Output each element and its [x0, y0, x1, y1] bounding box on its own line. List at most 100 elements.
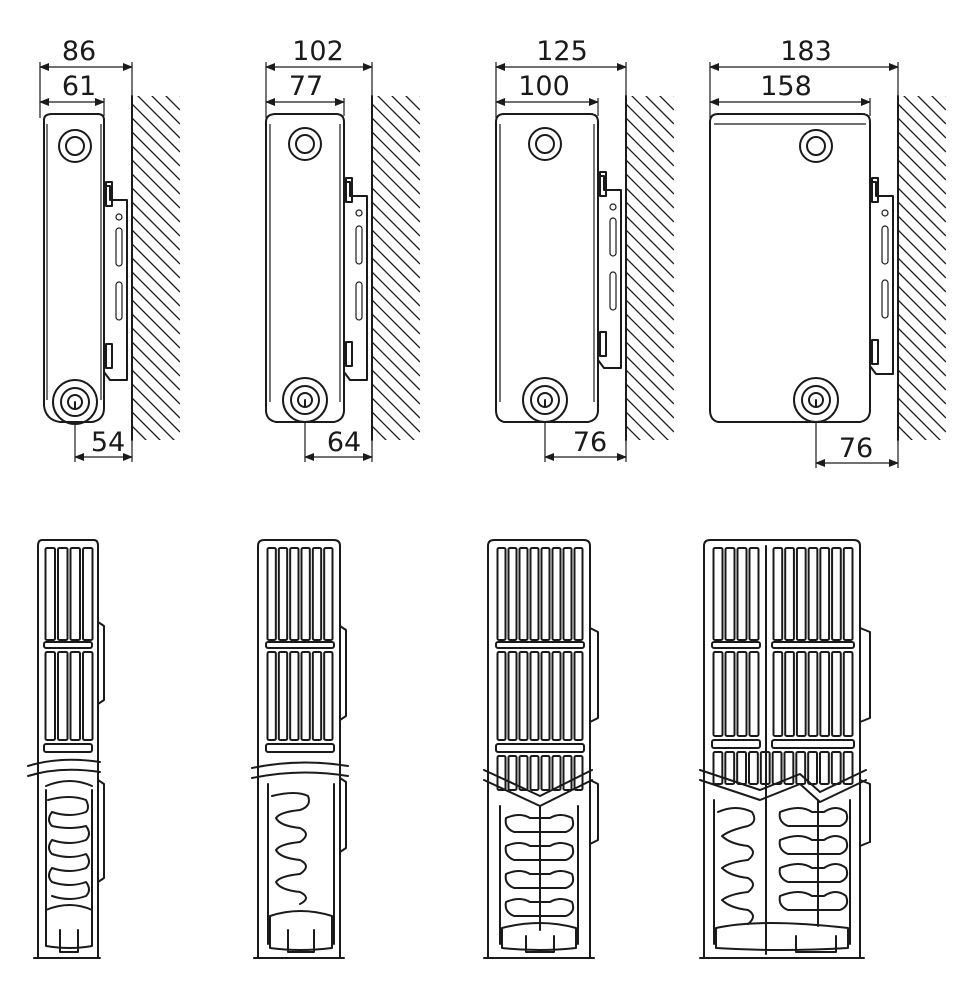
- hatch-line: [945, 96, 946, 97]
- hatch-line: [626, 411, 655, 440]
- wall-hatch: [132, 96, 180, 502]
- hatch-line: [626, 383, 674, 433]
- hatch-line: [626, 355, 674, 405]
- section-view-type-4: [699, 539, 871, 959]
- side-view-type-2: 102 77 64: [265, 36, 420, 530]
- hatch-line: [372, 425, 387, 440]
- hatch-line: [372, 187, 420, 237]
- hatch-line: [372, 159, 420, 209]
- fin-slot: [540, 651, 551, 741]
- hatch-line: [626, 117, 674, 167]
- hatch-line: [132, 454, 180, 502]
- hatch-line: [372, 229, 420, 279]
- fin-slot: [529, 547, 540, 641]
- hatch-line: [626, 425, 641, 440]
- hatch-line: [626, 159, 674, 209]
- hatch-line: [626, 468, 674, 516]
- hatch-line: [132, 187, 180, 237]
- hatch-line: [372, 215, 420, 265]
- fin-slot: [795, 751, 807, 785]
- fin-slot: [277, 651, 289, 741]
- hatch-line: [132, 131, 180, 181]
- fin-slot: [300, 651, 311, 741]
- hatch-line: [372, 482, 420, 530]
- hatch-line: [898, 215, 946, 265]
- top-connection: [58, 129, 92, 163]
- fin-slot: [795, 547, 807, 641]
- fin-slot: [518, 651, 529, 741]
- bracket-clip: [871, 177, 879, 203]
- fin-slot: [266, 547, 277, 641]
- section-view-type-1: [27, 539, 105, 959]
- hatch-line: [626, 299, 674, 349]
- hatch-line: [405, 96, 420, 111]
- hatch-line: [631, 96, 674, 139]
- fin-slots-lower: [266, 651, 334, 741]
- fin-slot: [724, 651, 736, 737]
- dim-body-depth: 158: [760, 71, 812, 102]
- hatch-line: [626, 187, 674, 237]
- hatch-line: [898, 341, 946, 391]
- hatch-line: [898, 313, 946, 363]
- fin-slot: [44, 547, 56, 641]
- hatch-line: [898, 425, 913, 440]
- hatch-line: [898, 327, 946, 377]
- hatch-line: [626, 201, 674, 251]
- fin-slots-upper-left: [712, 547, 760, 641]
- hatch-line: [372, 243, 420, 293]
- break-line: [27, 758, 101, 777]
- hatch-line: [898, 439, 899, 440]
- fin-slot: [300, 547, 311, 641]
- fin-slot: [562, 755, 573, 791]
- wall-bracket: [343, 181, 368, 381]
- hatch-line: [132, 425, 147, 440]
- fin-slot: [736, 547, 748, 641]
- hatch-line: [132, 145, 180, 195]
- hatch-line: [132, 299, 180, 349]
- fin-slot: [748, 651, 760, 737]
- fin-slot: [311, 547, 323, 641]
- convector-fins: [271, 792, 310, 905]
- hatch-line: [898, 159, 946, 209]
- break-line: [699, 769, 867, 803]
- wall-bracket: [869, 181, 894, 375]
- fin-slot: [540, 547, 551, 641]
- dim-pipe-offset: 64: [327, 427, 361, 458]
- dim-overall-depth: 125: [536, 36, 588, 67]
- fin-slot: [819, 547, 831, 641]
- bracket-hole: [115, 213, 123, 221]
- fin-slots-upper: [496, 547, 584, 641]
- radiator-body: [709, 113, 871, 423]
- hatch-line: [179, 96, 180, 97]
- fin-slot: [82, 651, 94, 741]
- dim-pipe-offset: 54: [91, 427, 125, 458]
- hatch-line: [132, 215, 180, 265]
- hatch-line: [372, 383, 420, 433]
- hatch-line: [132, 243, 180, 293]
- hatch-line: [372, 285, 420, 335]
- top-connection: [288, 127, 322, 161]
- fin-slot: [807, 651, 819, 737]
- convector-fins-left: [717, 807, 756, 925]
- fin-slot: [712, 651, 724, 737]
- fin-slot: [69, 651, 81, 741]
- hatch-line: [626, 243, 674, 293]
- fin-slot: [819, 651, 831, 737]
- bracket-slot: [115, 227, 123, 267]
- fin-slot: [748, 751, 759, 785]
- hatch-line: [626, 439, 627, 440]
- hatch-line: [132, 285, 180, 335]
- hatch-line: [626, 215, 674, 265]
- hatch-line: [898, 355, 946, 405]
- hatch-line: [372, 327, 420, 377]
- fin-slot: [831, 651, 842, 737]
- hatch-line: [898, 103, 946, 153]
- bracket-clip: [345, 341, 353, 367]
- hatch-line: [372, 103, 420, 153]
- hatch-line: [898, 201, 946, 251]
- fin-slots-upper: [44, 547, 94, 641]
- fin-slot: [311, 651, 323, 741]
- hatch-line: [903, 96, 946, 139]
- fin-slot: [57, 651, 69, 741]
- hatch-line: [626, 145, 674, 195]
